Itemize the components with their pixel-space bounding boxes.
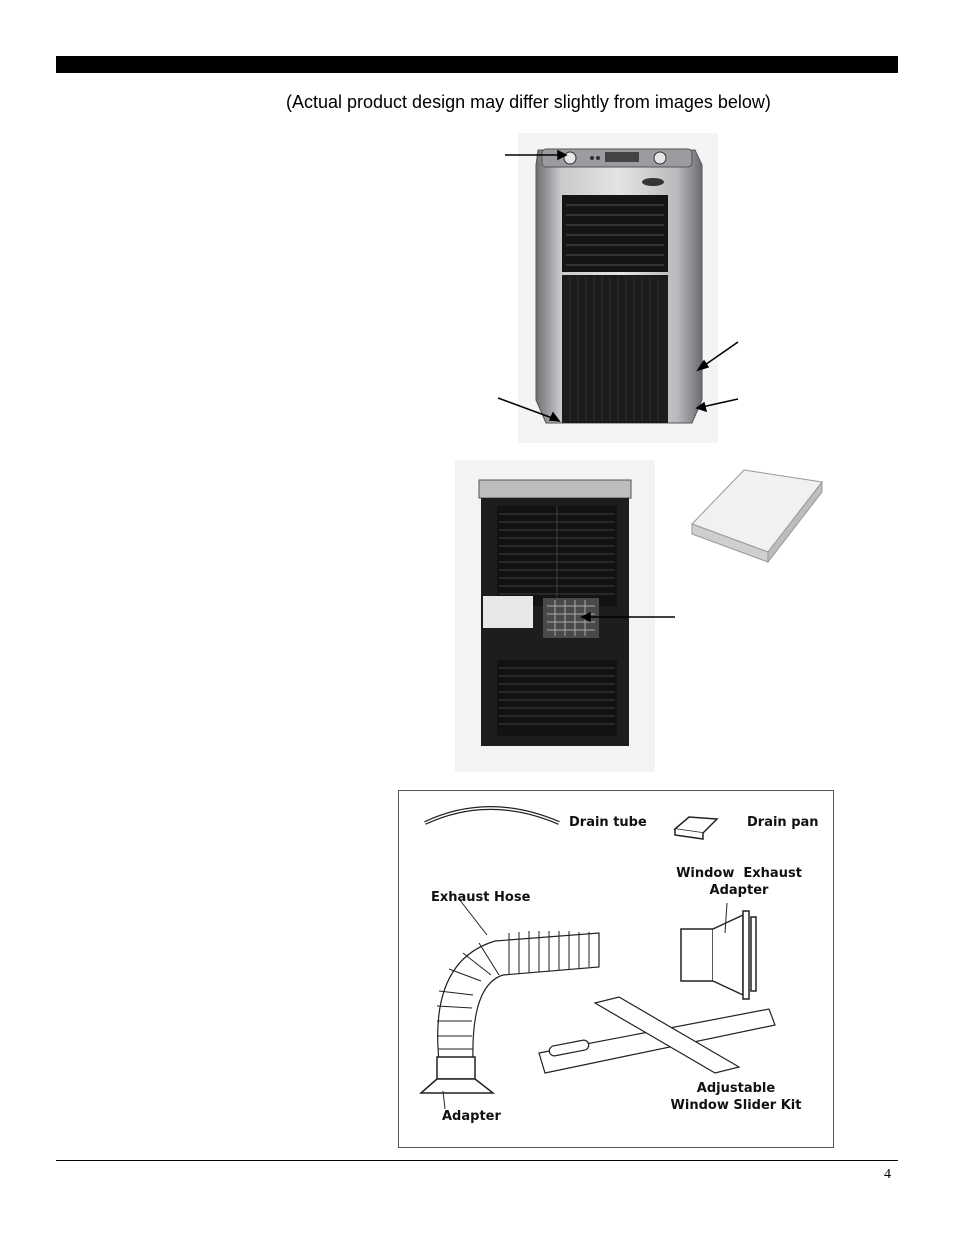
page-number: 4 bbox=[884, 1167, 891, 1182]
adapter-label: Adapter bbox=[442, 1109, 501, 1124]
accessories-diagram: Drain tube Drain pan Window Exhaust Adap… bbox=[398, 790, 834, 1148]
window-exhaust-adapter-label-line2: Adapter bbox=[709, 883, 769, 898]
drain-pan-label: Drain pan bbox=[747, 815, 819, 830]
window-exhaust-adapter-label: Window Exhaust Adapter bbox=[671, 865, 807, 899]
window-exhaust-adapter-label-line1: Window Exhaust bbox=[676, 866, 802, 881]
footer-rule bbox=[56, 1160, 898, 1161]
header-bar bbox=[56, 56, 898, 73]
air-filter-image bbox=[688, 462, 828, 572]
slider-kit-label-line1: Adjustable bbox=[696, 1081, 776, 1096]
exhaust-hose-label: Exhaust Hose bbox=[431, 890, 531, 905]
unit-back-image bbox=[455, 460, 685, 772]
drain-tube-label: Drain tube bbox=[569, 815, 647, 830]
unit-front-image bbox=[470, 125, 750, 445]
design-disclaimer: (Actual product design may differ slight… bbox=[286, 92, 771, 112]
slider-kit-label-line2: Window Slider Kit bbox=[670, 1098, 802, 1113]
slider-kit-label: Adjustable Window Slider Kit bbox=[661, 1080, 811, 1114]
